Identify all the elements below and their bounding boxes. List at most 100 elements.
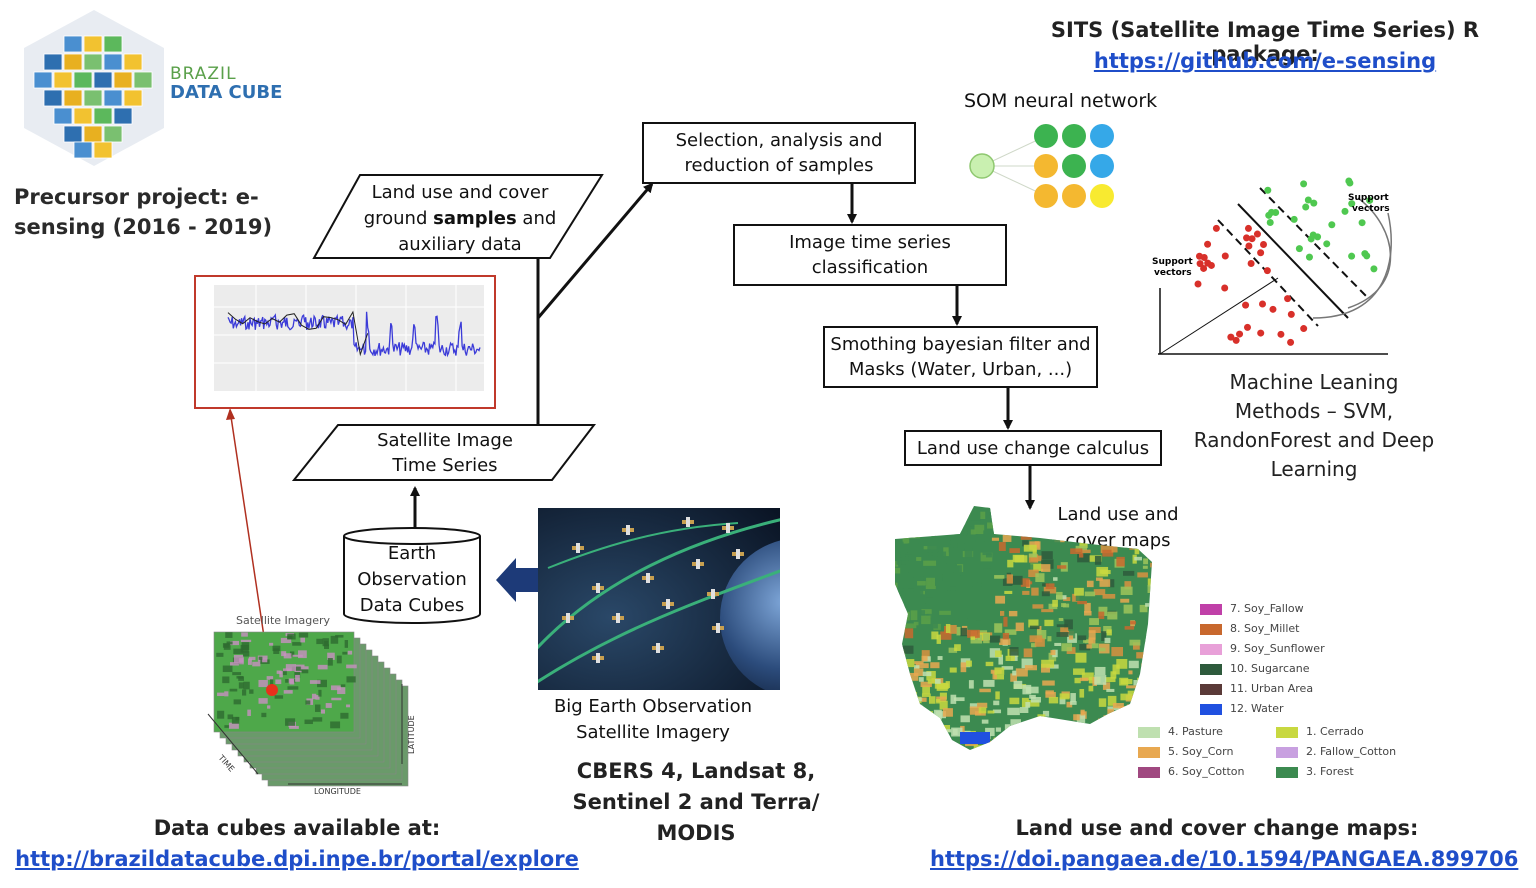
legend-item: 6. Soy_Cotton bbox=[1138, 765, 1244, 778]
satellite-orbit-image bbox=[538, 508, 780, 690]
legend-label: 12. Water bbox=[1230, 702, 1284, 715]
legend-swatch bbox=[1200, 663, 1222, 675]
cube-latitude-label: LATITUDE bbox=[407, 715, 416, 754]
samples-line1: Land use and cover bbox=[371, 182, 549, 203]
ml-line4: Learning bbox=[1270, 457, 1358, 481]
legend-item: 10. Sugarcane bbox=[1200, 662, 1309, 675]
series-parallelogram bbox=[291, 424, 597, 481]
legend-label: 10. Sugarcane bbox=[1230, 662, 1310, 675]
legend-label: 4. Pasture bbox=[1168, 725, 1223, 738]
cube-logo-icon bbox=[24, 10, 164, 166]
change-line1: Land use change calculus bbox=[916, 437, 1150, 459]
series-text: Satellite Image Time Series bbox=[340, 428, 550, 478]
classification-box: Image time series classification bbox=[733, 224, 1007, 286]
cubes-line2: Observation bbox=[357, 569, 467, 590]
legend-swatch bbox=[1200, 603, 1222, 615]
legend-swatch bbox=[1138, 766, 1160, 778]
legend-item: 3. Forest bbox=[1276, 765, 1354, 778]
maps-label-line1: Land use and bbox=[1057, 504, 1179, 525]
legend-label: 2. Fallow_Cotton bbox=[1306, 745, 1397, 758]
svm-vectors-label-1: vectors bbox=[1352, 204, 1390, 214]
som-label: SOM neural network bbox=[964, 90, 1158, 112]
legend-item: 1. Cerrado bbox=[1276, 725, 1364, 738]
precursor-line1: Precursor project: e- bbox=[14, 185, 259, 209]
datacubes-portal-link[interactable]: http://brazildatacube.dpi.inpe.br/portal… bbox=[15, 847, 579, 871]
classification-line2: classification bbox=[811, 257, 929, 278]
legend-swatch bbox=[1138, 726, 1160, 738]
satellite-caption-line1: Big Earth Observation bbox=[553, 696, 753, 717]
datacubes-cylinder bbox=[343, 527, 481, 624]
legend-item: 11. Urban Area bbox=[1200, 682, 1313, 695]
sensors-text: CBERS 4, Landsat 8, Sentinel 2 and Terra… bbox=[566, 756, 826, 849]
legend-label: 9. Soy_Sunflower bbox=[1230, 642, 1325, 655]
cubes-line3: Data Cubes bbox=[359, 595, 465, 616]
samples-line3: auxiliary data bbox=[398, 234, 522, 255]
legend-swatch bbox=[1276, 766, 1298, 778]
svm-vectors-label-2: vectors bbox=[1154, 268, 1192, 278]
series-line1: Satellite Image bbox=[377, 430, 513, 451]
svm-support-label-2: Support bbox=[1152, 257, 1193, 267]
time-series-chart-frame bbox=[194, 275, 496, 409]
legend-swatch bbox=[1138, 746, 1160, 758]
legend-item: 4. Pasture bbox=[1138, 725, 1223, 738]
precursor-line2: sensing (2016 - 2019) bbox=[14, 215, 273, 239]
samples-line2: ground samples and bbox=[363, 208, 557, 229]
land-use-map-image bbox=[895, 506, 1152, 750]
legend-swatch bbox=[1200, 703, 1222, 715]
precursor-project-text: Precursor project: e- sensing (2016 - 20… bbox=[14, 182, 272, 242]
svm-diagram: Support vectors Support vectors bbox=[1152, 177, 1392, 355]
samples-parallelogram bbox=[312, 174, 604, 259]
arrow-imagery-to-cubes bbox=[496, 558, 538, 602]
time-series-plot-image bbox=[214, 285, 484, 391]
cube-pixel-marker bbox=[266, 684, 278, 696]
cube-longitude-label: LONGITUDE bbox=[314, 787, 361, 796]
satellite-caption-line2: Satellite Imagery bbox=[576, 722, 730, 743]
legend-label: 6. Soy_Cotton bbox=[1168, 765, 1245, 778]
ml-line1: Machine Leaning bbox=[1229, 370, 1399, 394]
satellite-cube-image: LONGITUDE TIME LATITUDE bbox=[207, 631, 416, 796]
change-maps-title: Land use and cover change maps: bbox=[1015, 816, 1419, 840]
ml-methods-text: Machine Leaning Methods – SVM, RandonFor… bbox=[1178, 368, 1450, 484]
som-network-icon bbox=[969, 124, 1114, 208]
logo-brazil-text: BRAZIL bbox=[170, 64, 237, 84]
arrow-to-selection bbox=[536, 182, 654, 319]
legend-item: 2. Fallow_Cotton bbox=[1276, 745, 1396, 758]
series-line2: Time Series bbox=[392, 455, 498, 476]
legend-label: 1. Cerrado bbox=[1306, 725, 1364, 738]
brazil-data-cube-logo: BRAZIL DATA CUBE bbox=[14, 8, 304, 168]
samples-text: Land use and cover ground samples and au… bbox=[340, 180, 580, 258]
cubes-text: Earth Observation Data Cubes bbox=[344, 541, 480, 619]
cube-time-label: TIME bbox=[216, 753, 236, 774]
selection-line2: reduction of samples bbox=[684, 155, 874, 176]
classification-line1: Image time series bbox=[789, 232, 951, 253]
legend-item: 8. Soy_Millet bbox=[1200, 622, 1299, 635]
sits-title: SITS (Satellite Image Time Series) R pac… bbox=[1050, 18, 1480, 66]
legend-swatch bbox=[1276, 746, 1298, 758]
svm-support-label-1: Support bbox=[1348, 193, 1389, 203]
change-maps-link[interactable]: https://doi.pangaea.de/10.1594/PANGAEA.8… bbox=[930, 847, 1519, 871]
legend-item: 7. Soy_Fallow bbox=[1200, 602, 1304, 615]
samples-bold-word: samples bbox=[433, 208, 517, 229]
legend-swatch bbox=[1200, 683, 1222, 695]
legend-item: 9. Soy_Sunflower bbox=[1200, 642, 1325, 655]
legend-item: 5. Soy_Corn bbox=[1138, 745, 1233, 758]
legend-swatch bbox=[1276, 726, 1298, 738]
legend-label: 7. Soy_Fallow bbox=[1230, 602, 1304, 615]
legend-label: 3. Forest bbox=[1306, 765, 1354, 778]
sensors-line2: Sentinel 2 and Terra/ bbox=[572, 790, 820, 814]
legend-label: 5. Soy_Corn bbox=[1168, 745, 1234, 758]
smoothing-box: Smothing bayesian filter and Masks (Wate… bbox=[823, 326, 1098, 388]
cube-image-title: Satellite Imagery bbox=[236, 614, 331, 627]
legend-item: 12. Water bbox=[1200, 702, 1284, 715]
ml-line2: Methods – SVM, bbox=[1234, 399, 1394, 423]
sensors-line1: CBERS 4, Landsat 8, bbox=[576, 759, 816, 783]
datacubes-available-title: Data cubes available at: bbox=[153, 816, 441, 840]
ml-line3: RandonForest and Deep bbox=[1193, 428, 1435, 452]
sits-link[interactable]: https://github.com/e-sensing bbox=[1093, 49, 1437, 73]
selection-box: Selection, analysis and reduction of sam… bbox=[642, 122, 916, 184]
logo-datacube-text: DATA CUBE bbox=[170, 82, 283, 103]
legend-label: 11. Urban Area bbox=[1230, 682, 1314, 695]
smoothing-line1: Smothing bayesian filter and bbox=[830, 334, 1091, 355]
selection-line1: Selection, analysis and bbox=[675, 130, 883, 151]
